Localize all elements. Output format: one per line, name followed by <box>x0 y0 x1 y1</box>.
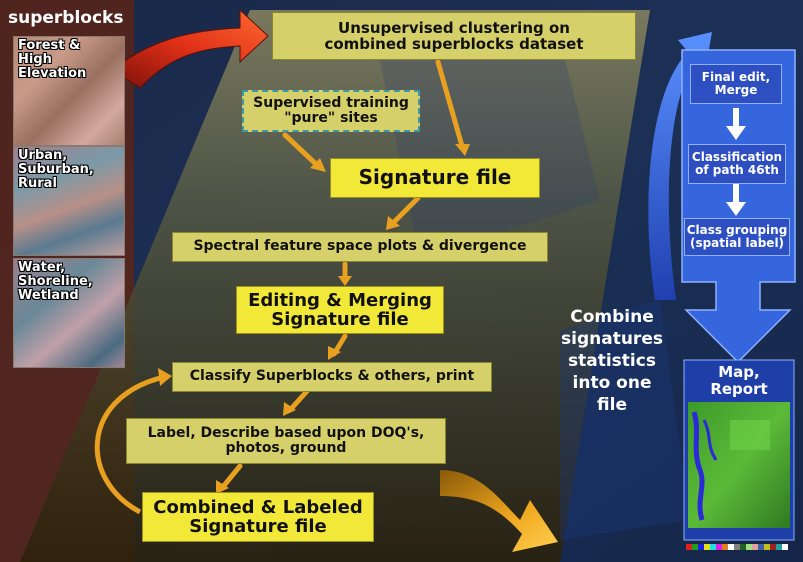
thumbnail-label: Forest & High Elevation <box>18 38 87 81</box>
class-grouping-box: Class grouping (spatial label) <box>684 218 790 256</box>
classification-path-box: Classification of path 46th <box>688 144 786 184</box>
step-spectral-plots: Spectral feature space plots & divergenc… <box>172 232 548 262</box>
step-signature-file: Signature file <box>330 158 540 198</box>
thumbnail-label: Water, Shoreline, Wetland <box>18 260 93 303</box>
map-report-label: Map, Report <box>710 363 768 398</box>
thumbnail-urban: Urban, Suburban, Rural <box>13 146 125 256</box>
diagram-title: superblocks <box>8 8 124 28</box>
step-editing-merging: Editing & Merging Signature file <box>236 286 444 334</box>
final-edit-merge-box: Final edit, Merge <box>690 64 782 104</box>
step-supervised-training: Supervised training "pure" sites <box>242 90 420 132</box>
thumbnail-water: Water, Shoreline, Wetland <box>13 258 125 368</box>
step-label-describe: Label, Describe based upon DOQ's, photos… <box>126 418 446 464</box>
step-unsupervised-clustering: Unsupervised clustering on combined supe… <box>272 12 636 60</box>
step-classify-superblocks: Classify Superblocks & others, print <box>172 362 492 392</box>
thumbnail-forest: Forest & High Elevation <box>13 36 125 146</box>
combine-signatures-text: Combine signatures statistics into one f… <box>561 307 663 415</box>
thumbnail-label: Urban, Suburban, Rural <box>18 148 94 191</box>
step-combined-labeled: Combined & Labeled Signature file <box>142 492 374 542</box>
